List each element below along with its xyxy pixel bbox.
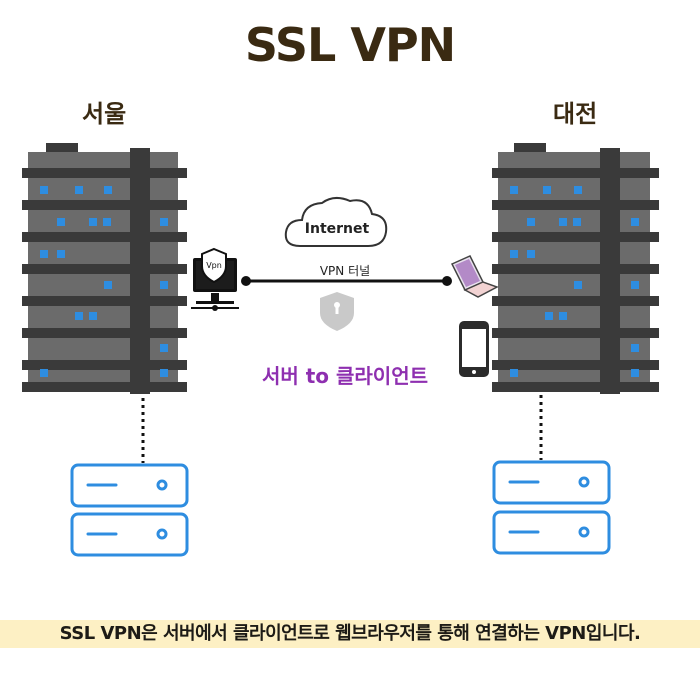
cloud-label: Internet xyxy=(305,221,370,237)
cloud-icon xyxy=(284,197,388,247)
page-title: SSL VPN xyxy=(244,18,456,72)
right-site-label: 대전 xyxy=(553,100,598,128)
tunnel-label: VPN 터널 xyxy=(319,264,371,278)
right-storage-server-icon xyxy=(492,460,611,555)
vpn-tunnel-line xyxy=(241,276,452,286)
vpn-shield-monitor-icon xyxy=(191,247,239,311)
laptop-icon xyxy=(450,255,499,298)
left-storage-server-icon xyxy=(70,463,189,557)
left-site-label: 서울 xyxy=(82,100,127,128)
mode-label: 서버 to 클라이언트 xyxy=(261,364,429,388)
smartphone-icon xyxy=(459,321,489,377)
vpn-badge-label: Vpn xyxy=(206,261,222,270)
shield-lock-icon xyxy=(320,292,354,331)
left-server-rack-icon xyxy=(22,143,187,394)
caption-bar: SSL VPN은 서버에서 클라이언트로 웹브라우저를 통해 연결하는 VPN입… xyxy=(0,620,700,648)
right-server-rack-icon xyxy=(492,143,659,394)
caption-text: SSL VPN은 서버에서 클라이언트로 웹브라우저를 통해 연결하는 VPN입… xyxy=(59,623,641,644)
